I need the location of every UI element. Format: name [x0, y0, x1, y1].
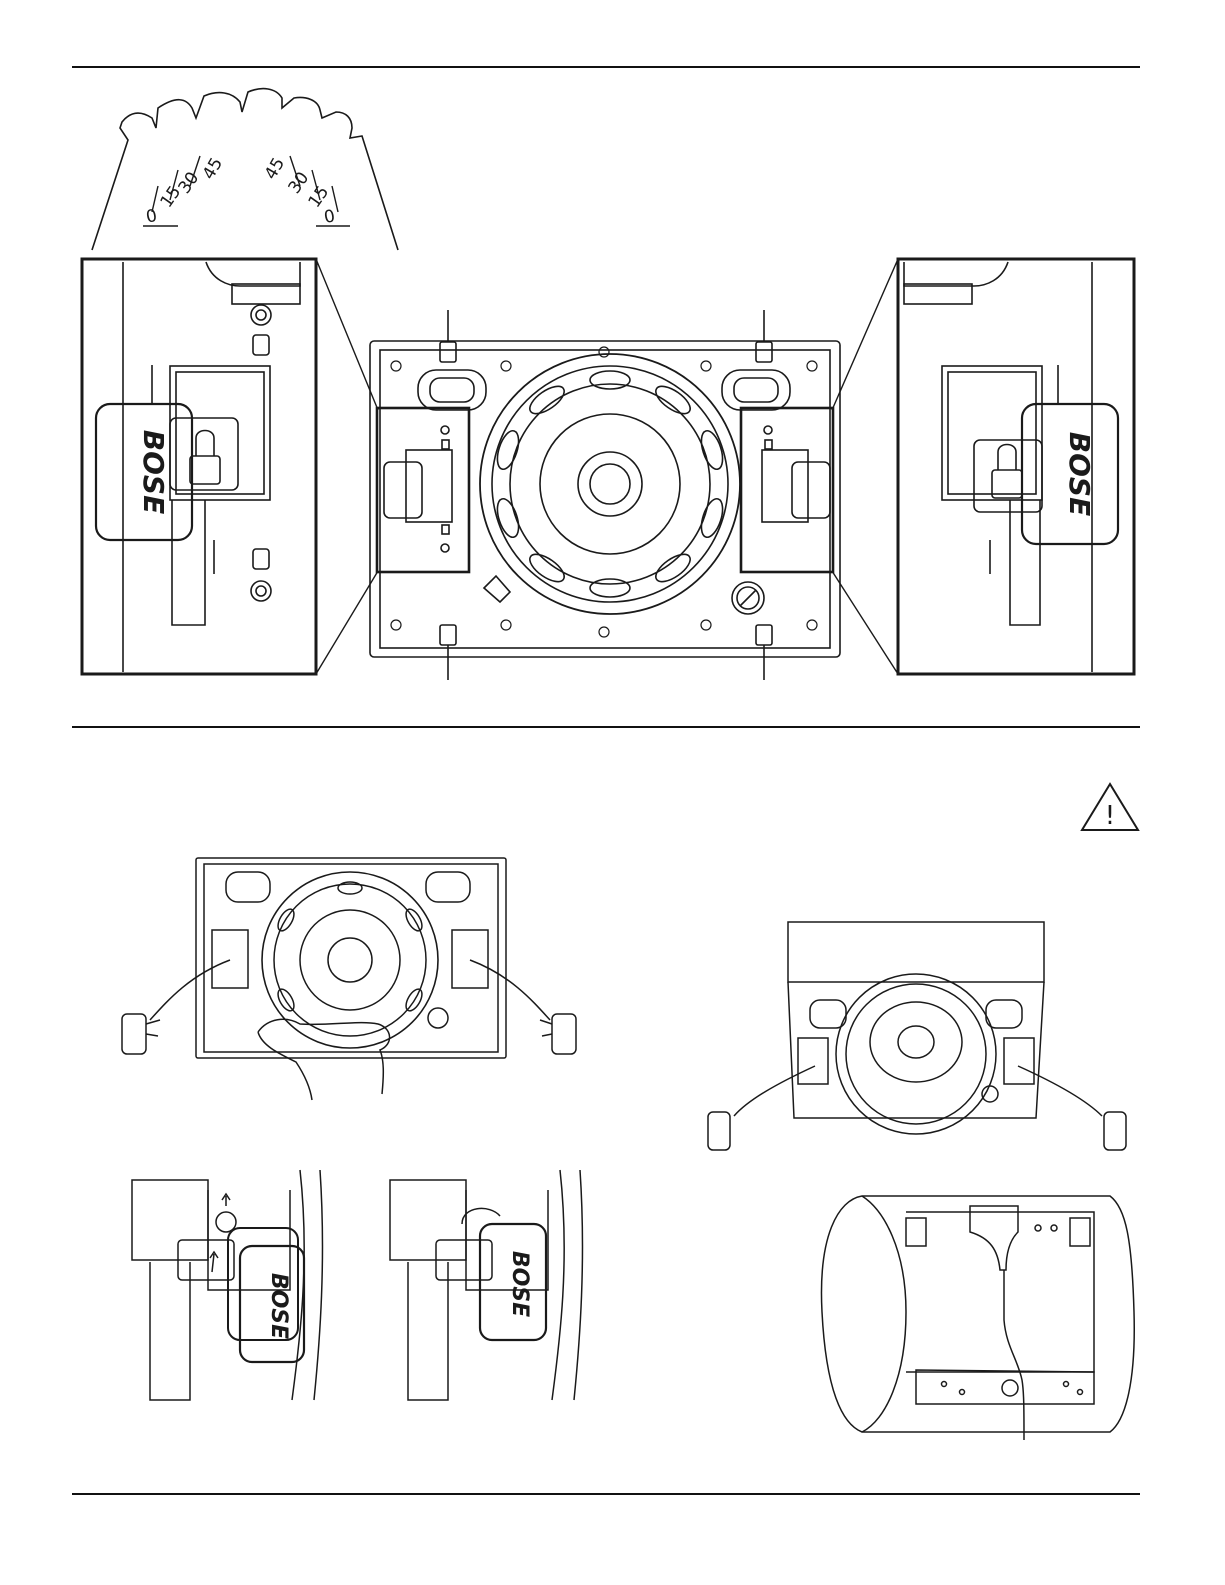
step-attach-logo-clip: BOSE — [132, 1170, 322, 1400]
bottom-divider — [72, 1493, 1140, 1495]
angle-dial: 0 15 30 45 45 30 15 0 — [92, 89, 398, 250]
right-inset-bose-logo: BOSE — [1063, 432, 1096, 516]
scale-left-45: 45 — [199, 154, 227, 183]
step-speaker-tilted — [708, 922, 1126, 1150]
clip-bose-logo-2: BOSE — [507, 1251, 532, 1317]
scale-right-0: 0 — [323, 206, 337, 228]
zoom-lines — [316, 259, 898, 674]
warning-symbol: ! — [1105, 801, 1115, 831]
left-inset-detail: BOSE — [82, 259, 316, 674]
step-logo-clip-installed: BOSE — [390, 1170, 582, 1400]
right-inset-detail: BOSE — [898, 259, 1134, 674]
clip-bose-logo-1: BOSE — [266, 1273, 291, 1339]
left-inset-bose-logo: BOSE — [137, 430, 170, 514]
warning-icon: ! — [1082, 784, 1138, 831]
scale-right-45: 45 — [261, 154, 289, 183]
mounting-bracket-figure: 0 15 30 45 45 30 15 0 — [0, 0, 1225, 730]
speaker-rear-view — [370, 310, 840, 680]
installation-steps-figure: ! — [0, 730, 1225, 1490]
step-hand-removing-cover — [122, 858, 576, 1100]
rear-vents — [493, 371, 726, 597]
scale-left-0: 0 — [144, 206, 158, 228]
step-wall-bracket — [821, 1196, 1134, 1440]
